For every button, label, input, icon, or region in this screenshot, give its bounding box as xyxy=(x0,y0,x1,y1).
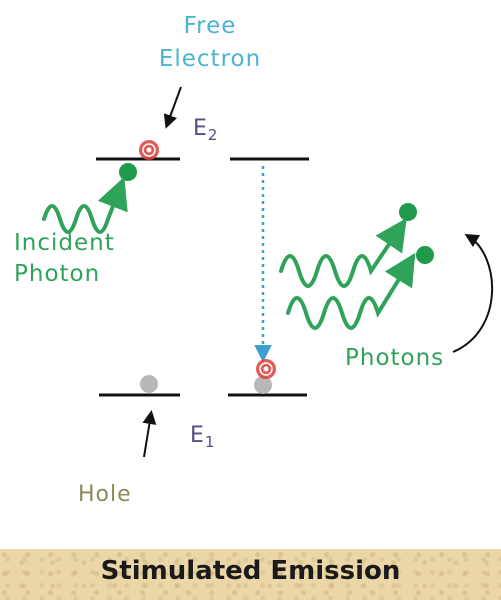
electron-icon xyxy=(416,246,434,264)
electron-icon xyxy=(119,163,137,181)
wavy-photon-icon xyxy=(42,176,128,234)
incident-photon-label: Incident Photon xyxy=(14,228,115,290)
incident-photon-label-line2: Photon xyxy=(14,261,101,287)
photons-label: Photons xyxy=(345,345,445,371)
hole-icon xyxy=(140,375,158,393)
e1-symbol: E xyxy=(190,423,204,448)
wavy-photon-icon xyxy=(286,252,416,330)
hole-icon xyxy=(254,376,272,394)
photons-pointer-arrow xyxy=(452,233,494,353)
hole-label: Hole xyxy=(78,482,132,507)
wavy-photon-icon xyxy=(279,218,407,288)
free-electron-icon xyxy=(256,359,276,379)
free-electron-icon xyxy=(139,140,159,160)
free-electron-pointer-arrow xyxy=(163,86,182,129)
free-electron-label-line2: Electron xyxy=(158,46,262,72)
hole-pointer-arrow xyxy=(142,410,157,458)
title-banner xyxy=(0,549,501,600)
e2-subscript: 2 xyxy=(207,126,218,144)
free-electron-label: Free Electron xyxy=(130,10,290,76)
electron-icon xyxy=(399,203,417,221)
free-electron-label-line1: Free xyxy=(183,13,237,39)
e1-subscript: 1 xyxy=(204,433,215,451)
diagram-title: Stimulated Emission xyxy=(100,556,401,586)
incident-photon-label-line1: Incident xyxy=(14,230,115,256)
e2-symbol: E xyxy=(193,116,207,141)
energy-level-e2-label: E2 xyxy=(193,116,218,144)
energy-level-e1-label: E1 xyxy=(190,423,215,451)
